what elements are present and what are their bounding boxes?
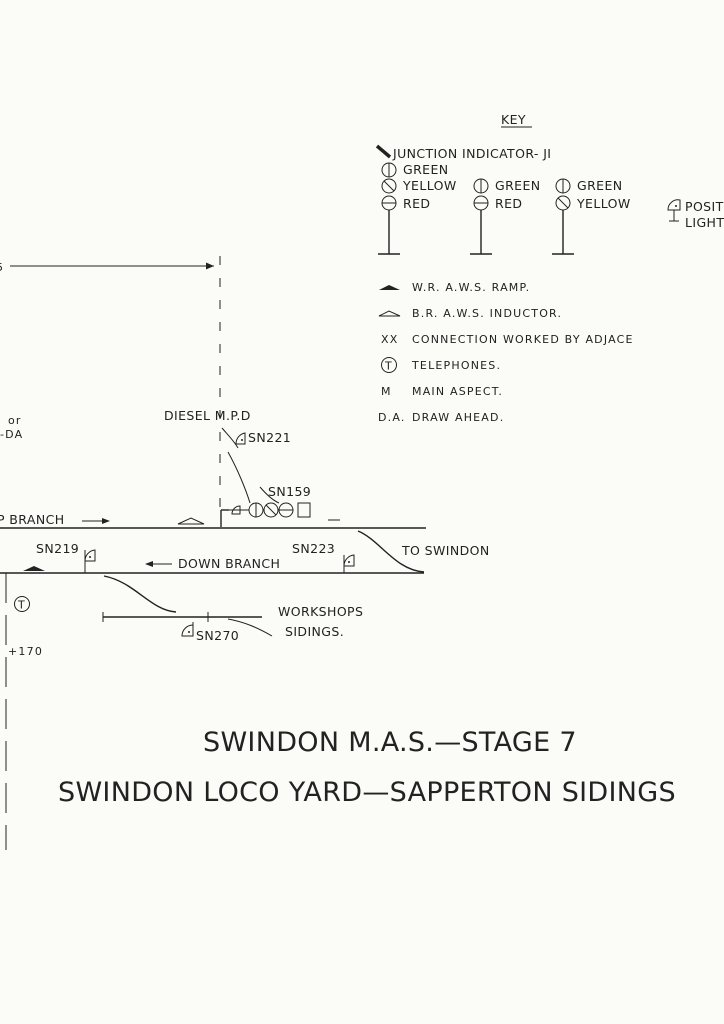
position-light-icon — [667, 199, 681, 222]
wr-aws-ramp-marker — [23, 566, 45, 571]
sn221-position-light-icon — [235, 432, 246, 445]
diesel-mpd-label: DIESEL M.P.D — [164, 408, 251, 423]
sn159-label: SN159 — [268, 484, 311, 499]
up-branch-arrow-icon — [102, 518, 110, 524]
signal-a-top-label: GREEN — [403, 162, 449, 177]
legend-main-aspect: MAIN ASPECT. — [412, 385, 503, 398]
siding-branch — [227, 618, 273, 637]
down-branch-label: DOWN BRANCH — [178, 556, 280, 571]
sn223-position-light-icon — [343, 554, 355, 573]
legend-draw-ahead: DRAW AHEAD. — [412, 411, 504, 424]
legend-xx-mark: XX — [381, 333, 398, 346]
up-branch-label: P BRANCH — [0, 512, 65, 527]
signal-c-icon — [552, 178, 574, 255]
telephone-icon-letter: T — [384, 360, 392, 373]
sn221-leader — [221, 427, 239, 449]
track-diagram: 5 or -DA DIESEL M.P.D SN221 SN159 — [0, 256, 490, 850]
sn219-position-light-icon — [84, 549, 96, 573]
to-swindon-label: TO SWINDON — [401, 543, 490, 558]
position-light-line2: LIGHT — [685, 215, 724, 230]
sn219-label: SN219 — [36, 541, 79, 556]
signal-a-bottom-label: RED — [403, 196, 430, 211]
diagram-telephone-letter: T — [17, 599, 25, 612]
signal-c-bottom-label: YELLOW — [576, 196, 631, 211]
down-branch-arrow-icon — [145, 561, 153, 567]
title-line-1: SWINDON M.A.S.—STAGE 7 — [203, 727, 577, 758]
signal-c-top-label: GREEN — [577, 178, 623, 193]
legend-telephones: TELEPHONES. — [411, 359, 501, 372]
workshops-label: WORKSHOPS — [278, 604, 363, 619]
key-heading: KEY — [501, 112, 526, 127]
diesel-line — [227, 451, 251, 504]
legend-da-mark: D.A. — [378, 411, 406, 424]
to-swindon-crossover — [357, 530, 425, 573]
left-fragment-a: or — [8, 414, 22, 427]
signal-b-bottom-label: RED — [495, 196, 522, 211]
left-fragment-c: 5 — [0, 261, 4, 274]
left-fragment-b: -DA — [0, 428, 23, 441]
sn270-label: SN270 — [196, 628, 239, 643]
legend-br-aws-inductor: B.R. A.W.S. INDUCTOR. — [412, 307, 562, 320]
sn270-position-light-icon — [181, 622, 194, 637]
signal-a-icon — [378, 162, 400, 255]
signal-b-top-label: GREEN — [495, 178, 541, 193]
key-panel: KEY JUNCTION INDICATOR- JI GREEN YELLOW … — [375, 112, 724, 424]
mileage-label: +170 — [8, 645, 43, 658]
telephone-icon: T — [381, 357, 397, 373]
sn221-label: SN221 — [248, 430, 291, 445]
dimension-arrow-icon — [206, 262, 214, 270]
br-aws-inductor-marker — [177, 517, 205, 525]
workshops-crossover — [103, 575, 177, 613]
signal-b-icon — [470, 178, 492, 255]
title-line-2: SWINDON LOCO YARD—SAPPERTON SIDINGS — [58, 777, 676, 808]
junction-indicator-icon — [375, 144, 392, 159]
junction-indicator-label: JUNCTION INDICATOR- JI — [392, 146, 551, 161]
legend-m-mark: M — [381, 385, 392, 398]
br-aws-inductor-icon — [378, 310, 401, 317]
signal-a-mid-label: YELLOW — [402, 178, 457, 193]
sn159-signal-icon — [220, 502, 311, 527]
legend-connection: CONNECTION WORKED BY ADJACE — [412, 333, 634, 346]
legend-wr-aws-ramp: W.R. A.W.S. RAMP. — [412, 281, 530, 294]
sn159-leader — [259, 486, 280, 504]
sidings-label: SIDINGS. — [285, 624, 344, 639]
diagram-telephone-icon: T — [14, 596, 30, 612]
position-light-line1: POSIT — [685, 199, 724, 214]
sn223-label: SN223 — [292, 541, 335, 556]
wr-aws-ramp-icon — [379, 285, 400, 290]
